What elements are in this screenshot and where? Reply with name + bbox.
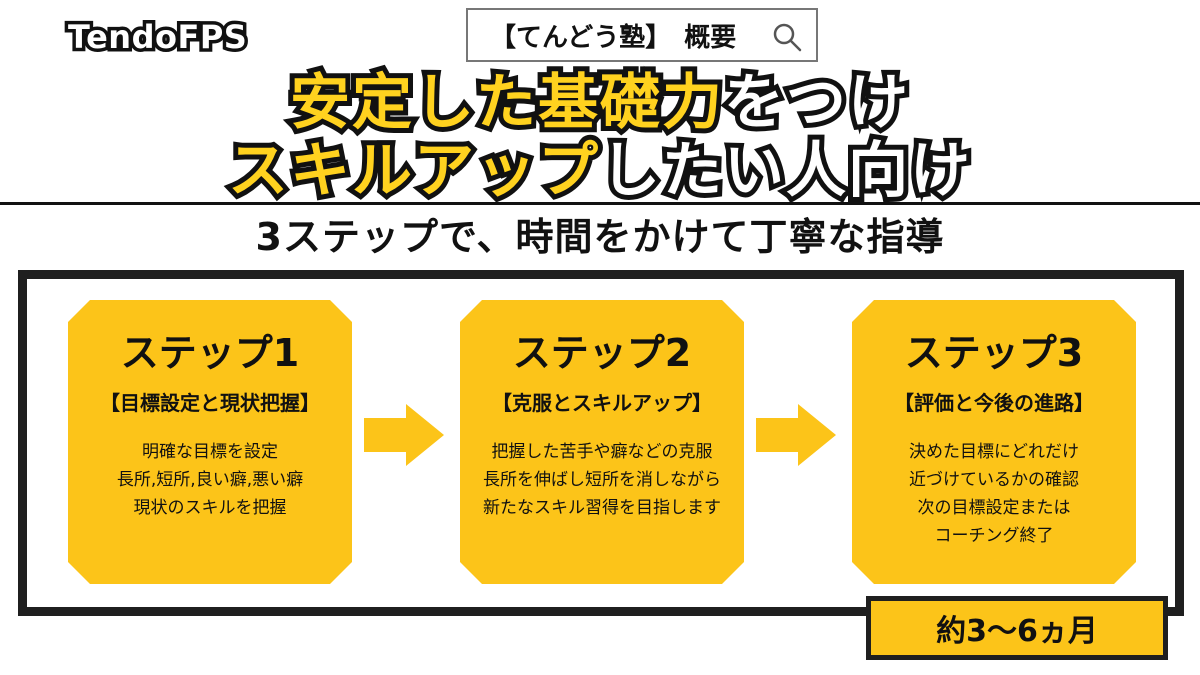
step-title: ステップ2 — [512, 331, 692, 375]
step-card-2: ステップ2 【克服とスキルアップ】 把握した苦手や癖などの克服 長所を伸ばし短所… — [460, 300, 744, 584]
step-line: 現状のスキルを把握 — [133, 498, 287, 518]
divider — [0, 202, 1200, 205]
step-title: ステップ1 — [120, 331, 300, 375]
step-line: 決めた目標にどれだけ — [909, 442, 1079, 462]
logo: TendoFPS — [64, 15, 250, 60]
headline-highlight-1: 安定した基礎力 — [285, 65, 727, 141]
arrow-right-icon — [364, 404, 444, 466]
step-description: 決めた目標にどれだけ 近づけているかの確認 次の目標設定または コーチング終了 — [852, 438, 1136, 550]
search-box: 【てんどう塾】 概要 — [466, 8, 818, 62]
step-line: 近づけているかの確認 — [909, 470, 1079, 490]
step-line: 新たなスキル習得を目指します — [483, 498, 721, 518]
step-subtitle: 【評価と今後の進路】 — [894, 391, 1094, 415]
arrow-right-icon — [756, 404, 836, 466]
step-line: 次の目標設定または — [917, 498, 1071, 518]
step-description: 把握した苦手や癖などの克服 長所を伸ばし短所を消しながら 新たなスキル習得を目指… — [460, 438, 744, 522]
search-icon — [773, 23, 802, 52]
step-card-3: ステップ3 【評価と今後の進路】 決めた目標にどれだけ 近づけているかの確認 次… — [852, 300, 1136, 584]
headline-line-2: スキルアップしたい人向け — [0, 133, 1200, 209]
step-description: 明確な目標を設定 長所,短所,良い癖,悪い癖 現状のスキルを把握 — [68, 438, 352, 522]
headline-rest-1: をつけ — [719, 65, 913, 141]
headline-rest-2: したい人向け — [595, 133, 975, 209]
headline-line-1: 安定した基礎力をつけ — [0, 65, 1200, 141]
step-line: コーチング終了 — [934, 526, 1054, 546]
headline-highlight-2: スキルアップ — [223, 133, 603, 209]
step-title: ステップ3 — [904, 331, 1084, 375]
search-text: 【てんどう塾】 概要 — [490, 22, 737, 53]
step-subtitle: 【克服とスキルアップ】 — [492, 391, 712, 415]
duration-badge: 約3〜6ヵ月 — [866, 596, 1168, 660]
step-line: 把握した苦手や癖などの克服 — [491, 442, 713, 462]
subtitle: 3ステップで、時間をかけて丁寧な指導 — [255, 215, 945, 259]
step-card-1: ステップ1 【目標設定と現状把握】 明確な目標を設定 長所,短所,良い癖,悪い癖… — [68, 300, 352, 584]
step-subtitle: 【目標設定と現状把握】 — [100, 391, 320, 415]
step-line: 長所,短所,良い癖,悪い癖 — [116, 470, 304, 490]
step-line: 長所を伸ばし短所を消しながら — [483, 470, 721, 490]
step-line: 明確な目標を設定 — [142, 442, 278, 462]
